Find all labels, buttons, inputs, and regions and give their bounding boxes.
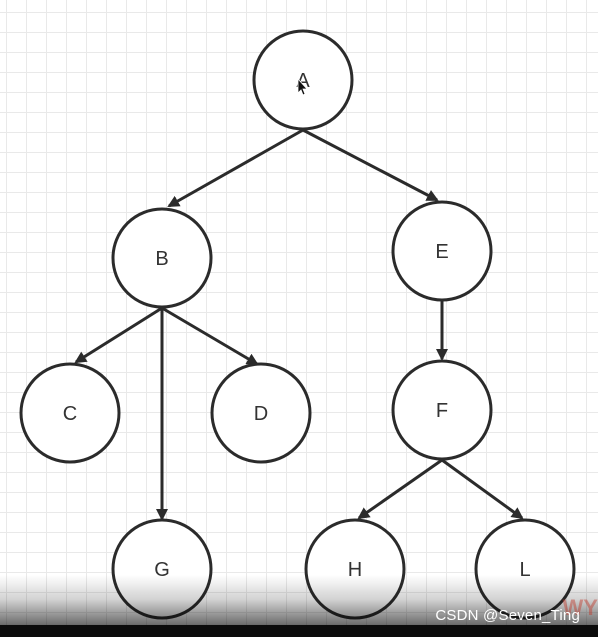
node-c-label: C <box>63 403 77 425</box>
node-g: G <box>111 518 213 620</box>
node-b-label: B <box>155 248 168 270</box>
node-e-circle <box>391 200 493 302</box>
node-l-label: L <box>519 559 530 581</box>
csdn-watermark: CSDN @Seven_Ting <box>435 607 580 624</box>
node-a: A <box>252 29 354 131</box>
edge-a-e <box>302 128 439 202</box>
node-c: C <box>19 362 121 464</box>
node-d: D <box>210 362 312 464</box>
edge-f-h <box>357 458 443 520</box>
node-c-circle <box>19 362 121 464</box>
edges <box>74 128 524 521</box>
node-e: E <box>391 200 493 302</box>
node-e-label: E <box>435 241 448 263</box>
node-g-label: G <box>154 559 170 581</box>
node-l: L <box>474 518 576 620</box>
node-f-circle <box>391 359 493 461</box>
edge-b-d <box>161 306 259 366</box>
mouse-cursor-icon <box>297 77 308 96</box>
node-d-circle <box>210 362 312 464</box>
node-h-label: H <box>348 559 362 581</box>
node-a-circle <box>252 29 354 131</box>
watermark-logo: WY <box>562 595 598 620</box>
node-b-circle <box>111 207 213 309</box>
node-d-label: D <box>254 403 268 425</box>
bottom-black-strip <box>0 625 598 637</box>
edge-a-b <box>167 128 304 208</box>
node-f: F <box>391 359 493 461</box>
edge-b-c <box>74 306 163 364</box>
node-f-label: F <box>436 400 448 422</box>
node-b: B <box>111 207 213 309</box>
edge-f-l <box>441 458 524 520</box>
node-h: H <box>304 518 406 620</box>
